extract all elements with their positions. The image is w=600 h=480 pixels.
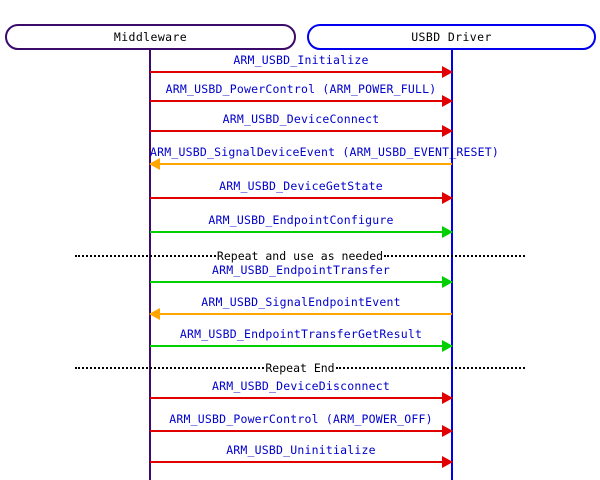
message-label: ARM_USBD_DeviceDisconnect <box>211 379 391 393</box>
message-label: ARM_USBD_PowerControl (ARM_POWER_FULL) <box>165 82 437 96</box>
arrowhead-right-icon <box>442 392 453 404</box>
message-line <box>150 130 452 132</box>
participant-box-usbd-driver[interactable]: USBD Driver <box>307 24 596 50</box>
message-label: ARM_USBD_SignalEndpointEvent <box>201 295 401 309</box>
arrowhead-right-icon <box>442 226 453 238</box>
message-label: ARM_USBD_EndpointConfigure <box>208 213 394 227</box>
arrowhead-right-icon <box>442 66 453 78</box>
message-line <box>150 461 452 463</box>
message-label: ARM_USBD_PowerControl (ARM_POWER_OFF) <box>169 412 433 426</box>
arrowhead-right-icon <box>442 425 453 437</box>
message-line <box>150 397 452 399</box>
arrowhead-right-icon <box>442 192 453 204</box>
message-line <box>150 345 452 347</box>
divider-dash-right <box>384 255 526 257</box>
divider-dash-right <box>335 367 525 369</box>
message-line <box>150 71 452 73</box>
divider-dash-left <box>75 255 216 257</box>
message-line <box>150 430 452 432</box>
arrowhead-right-icon <box>442 276 453 288</box>
message-label: ARM_USBD_EndpointTransfer <box>211 263 391 277</box>
message-line <box>150 281 452 283</box>
divider-label: Repeat End <box>265 361 335 375</box>
arrowhead-right-icon <box>442 95 453 107</box>
arrowhead-left-icon <box>149 308 160 320</box>
message-label: ARM_USBD_Initialize <box>233 53 369 67</box>
divider-label: Repeat and use as needed <box>216 249 384 263</box>
message-line <box>150 197 452 199</box>
message-line <box>150 163 452 165</box>
message-label: ARM_USBD_DeviceGetState <box>219 179 383 193</box>
message-line <box>150 313 452 315</box>
divider-note: Repeat End <box>75 361 525 375</box>
divider-note: Repeat and use as needed <box>75 249 526 263</box>
message-label: ARM_USBD_SignalDeviceEvent (ARM_USBD_EVE… <box>150 145 500 159</box>
message-label: ARM_USBD_EndpointTransferGetResult <box>179 327 423 341</box>
divider-dash-left <box>75 367 265 369</box>
message-line <box>150 231 452 233</box>
participant-label-usbd-driver: USBD Driver <box>411 30 492 44</box>
message-label: ARM_USBD_DeviceConnect <box>222 112 380 126</box>
arrowhead-right-icon <box>442 125 453 137</box>
message-line <box>150 100 452 102</box>
message-label: ARM_USBD_Uninitialize <box>226 443 376 457</box>
participant-label-middleware: Middleware <box>113 30 188 44</box>
arrowhead-right-icon <box>442 340 453 352</box>
participant-box-middleware[interactable]: Middleware <box>5 24 296 50</box>
lifeline-usbd-driver <box>451 50 453 480</box>
arrowhead-left-icon <box>149 158 160 170</box>
arrowhead-right-icon <box>442 456 453 468</box>
lifeline-middleware <box>149 50 151 480</box>
